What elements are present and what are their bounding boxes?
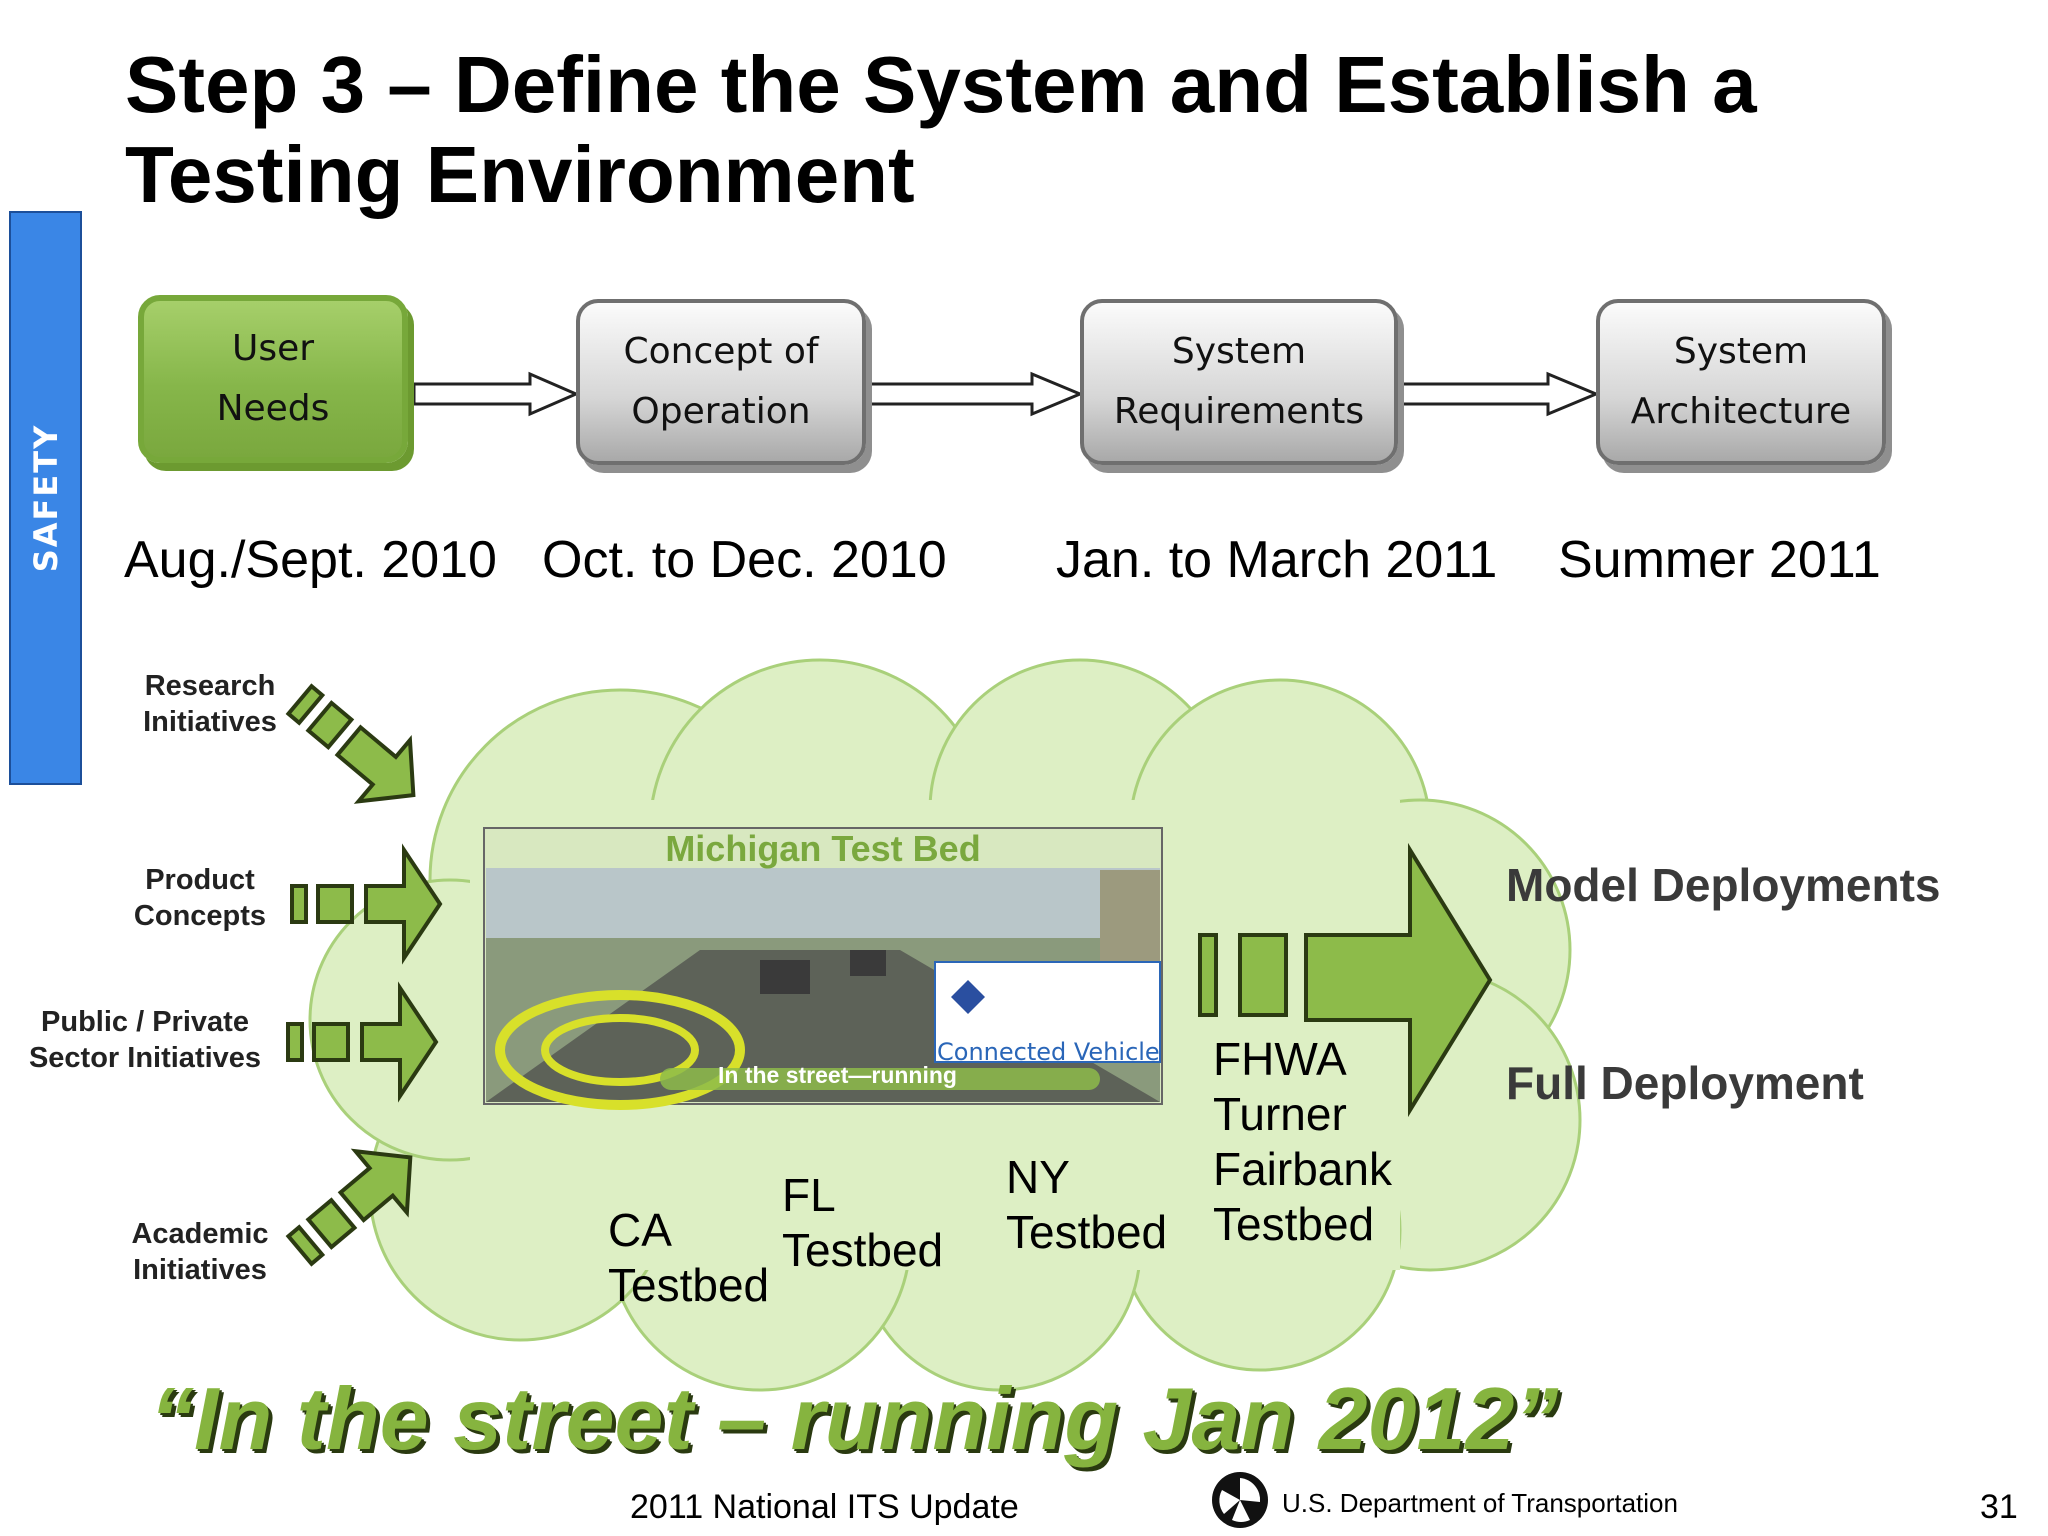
title-line-2: Testing Environment [125,130,915,219]
page-number: 31 [1980,1488,2018,1526]
product-arrow [290,843,443,965]
connected-vehicle-label: Connected Vehicle [937,1038,1160,1066]
testbed-ny: NY Testbed [1006,1150,1167,1260]
date-concept: Oct. to Dec. 2010 [542,531,947,589]
testbed-line: Fairbank [1213,1143,1392,1195]
input-research: Research Initiatives [130,668,290,740]
step-concept-of-operation: Concept of Operation [576,299,866,465]
testbed-ca: CA Testbed [608,1203,769,1313]
connected-vehicle-logo [951,980,985,1014]
step-line: System [1673,331,1809,372]
step-system-architecture: System Architecture [1596,299,1886,465]
input-line: Sector Initiatives [28,1042,262,1074]
flow-arrow-2 [864,371,1084,417]
flow-arrow-3 [1396,371,1600,417]
title-line-1: Step 3 – Define the System and Establish… [125,40,1757,129]
testbed-line: FL [782,1169,836,1221]
testbed-line: FHWA [1213,1033,1347,1085]
step-line: Architecture [1630,391,1852,432]
testbed-fl: FL Testbed [782,1168,943,1278]
input-line: Concepts [133,900,267,932]
testbed-line: Testbed [1006,1206,1168,1258]
full-deployment-label: Full Deployment [1506,1057,1864,1109]
step-line: User [231,328,315,369]
step-line: Requirements [1113,391,1365,432]
date-architecture: Summer 2011 [1558,531,1881,589]
testbed-line: CA [608,1204,672,1256]
step-line: System [1171,331,1307,372]
quote-banner: “In the street – running Jan 2012” [150,1369,1559,1468]
test-bed-title: Michigan Test Bed [665,828,981,869]
input-line: Initiatives [133,1254,267,1286]
safety-side-tab: SAFETY [9,211,82,785]
input-line: Academic [131,1218,269,1250]
testbed-line: Testbed [1213,1198,1375,1250]
step-system-requirements: System Requirements [1080,299,1398,465]
input-line: Product [145,864,255,896]
research-arrow [285,683,416,804]
input-product: Product Concepts [120,862,280,934]
step-user-needs: User Needs [138,295,408,463]
deployment-arrow [1198,842,1493,1118]
footer-title: 2011 National ITS Update [630,1488,1019,1526]
model-deployments-label: Model Deployments [1506,859,1941,911]
test-bed-photo [483,827,1163,1110]
flow-arrow-1 [412,371,580,417]
testbed-line: NY [1006,1151,1070,1203]
step-line: Operation [631,391,811,432]
testbed-line: Testbed [782,1224,944,1276]
dot-logo-icon [1212,1472,1268,1528]
input-line: Initiatives [143,706,277,738]
input-public-private: Public / Private Sector Initiatives [20,1004,270,1076]
page-title: Step 3 – Define the System and Establish… [125,40,1925,220]
public-private-arrow [286,981,439,1103]
academic-arrow [285,1148,413,1267]
date-user-needs: Aug./Sept. 2010 [124,531,497,589]
input-academic: Academic Initiatives [120,1216,280,1288]
step-line: Needs [216,388,330,429]
testbed-fhwa: FHWA Turner Fairbank Testbed [1213,1032,1392,1252]
testbed-line: Turner [1213,1088,1347,1140]
testbed-line: Testbed [608,1259,770,1311]
input-line: Public / Private [41,1006,249,1038]
step-line: Concept of [623,331,819,372]
test-bed-caption: In the street—running [718,1062,957,1088]
input-line: Research [144,670,276,702]
date-requirements: Jan. to March 2011 [1056,531,1498,589]
footer-department: U.S. Department of Transportation [1282,1488,1678,1518]
